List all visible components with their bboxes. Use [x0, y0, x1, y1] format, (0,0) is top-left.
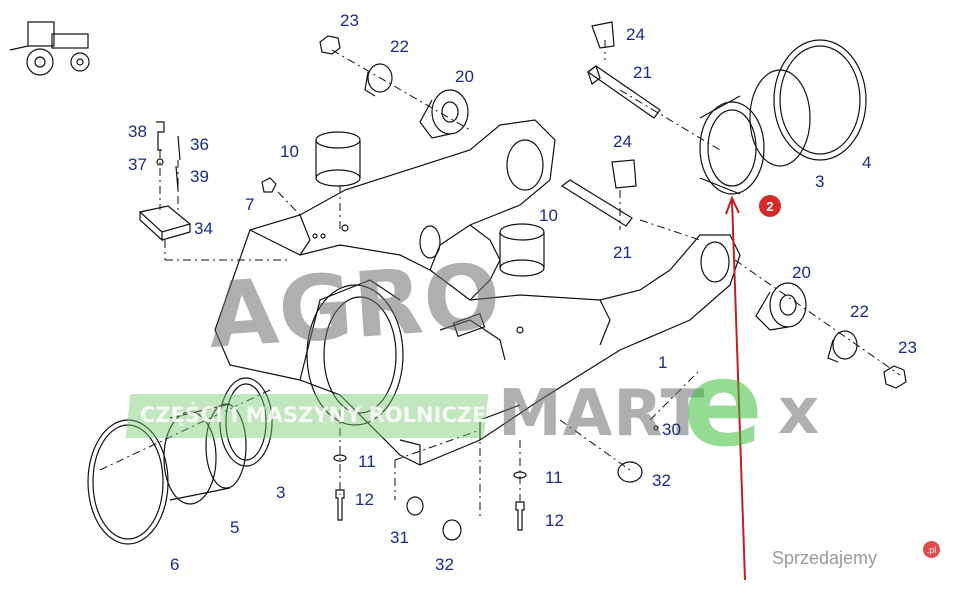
ring-4 [749, 39, 867, 167]
bolt-38 [156, 121, 165, 151]
pin-36 [177, 135, 181, 161]
callout-36: 36 [190, 135, 209, 154]
callout-22-top: 22 [390, 37, 409, 56]
nut-23-top [319, 35, 341, 55]
bolt-12-left [335, 489, 345, 521]
highlight-badge: 2 [759, 195, 781, 217]
pin-21-top [586, 65, 661, 119]
callout-7: 7 [245, 195, 255, 214]
bushing-10-top [315, 131, 361, 187]
callout-12-right: 12 [545, 511, 564, 530]
pin-21-mid [560, 179, 633, 227]
axle-housing [214, 119, 741, 466]
callout-3-top: 3 [815, 172, 825, 191]
callout-11-right: 11 [545, 468, 563, 487]
callout-10-top: 10 [280, 142, 299, 161]
bolt-12-right [515, 501, 525, 531]
callout-21-mid: 21 [613, 243, 632, 262]
watermark-brand-e: e [683, 335, 764, 473]
callout-22-right: 22 [850, 302, 869, 321]
nut-7 [261, 177, 277, 193]
watermark-brand-x: x [778, 375, 821, 449]
callout-5: 5 [230, 518, 240, 537]
callout-23-top: 23 [340, 11, 359, 30]
tractor-icon [9, 21, 90, 76]
callout-38: 38 [128, 122, 147, 141]
callout-39: 39 [190, 167, 209, 186]
assembly-lines [99, 40, 901, 520]
clip-24-top [591, 21, 615, 49]
callout-23-right: 23 [898, 338, 917, 357]
nut-23-right [883, 365, 907, 389]
plug-30 [653, 425, 659, 431]
watermark-brand-top: AGRO [204, 243, 505, 370]
clip-24-mid [611, 159, 637, 189]
callout-6: 6 [170, 555, 180, 574]
washer-11-left [333, 454, 347, 462]
bracket-34 [138, 205, 192, 242]
callout-4: 4 [862, 153, 872, 172]
callout-1: 1 [658, 353, 668, 372]
callout-37: 37 [128, 155, 147, 174]
callout-12-left: 12 [355, 490, 374, 509]
callout-11-left: 11 [358, 452, 376, 471]
bushing-10-mid [499, 223, 545, 277]
site-watermark: Sprzedajemy [772, 548, 878, 568]
ring-3-bottom [219, 377, 273, 467]
callout-20-top: 20 [455, 67, 474, 86]
bushing-5 [163, 403, 247, 505]
callout-34: 34 [194, 219, 213, 238]
callout-24-mid: 24 [613, 132, 632, 151]
watermark-brand-bottom: MART [498, 377, 706, 451]
watermark-strip-text: CZĘŚCI I MASZYNY ROLNICZE [140, 403, 487, 427]
plug-32-right [617, 461, 643, 483]
callout-32-bottom: 32 [435, 555, 454, 574]
callout-32-right: 32 [652, 471, 671, 490]
callout-3-bottom: 3 [276, 483, 286, 502]
seal-3-top [699, 95, 765, 195]
callout-10-mid: 10 [539, 206, 558, 225]
callout-20-right: 20 [792, 263, 811, 282]
red-arrow [725, 195, 746, 581]
callout-24-top: 24 [626, 25, 645, 44]
washer-22-top [364, 63, 393, 97]
callout-31: 31 [390, 528, 409, 547]
washer-22-right [827, 330, 858, 363]
plug-31 [406, 496, 424, 516]
ring-6 [87, 419, 169, 545]
site-watermark-suffix: .pl [923, 541, 940, 558]
bearing-20-top [419, 89, 469, 139]
washer-37 [156, 158, 164, 166]
callout-21-top: 21 [633, 63, 652, 82]
bearing-20-right [755, 282, 807, 331]
callout-30: 30 [662, 420, 681, 439]
plug-32-bottom [442, 519, 462, 541]
